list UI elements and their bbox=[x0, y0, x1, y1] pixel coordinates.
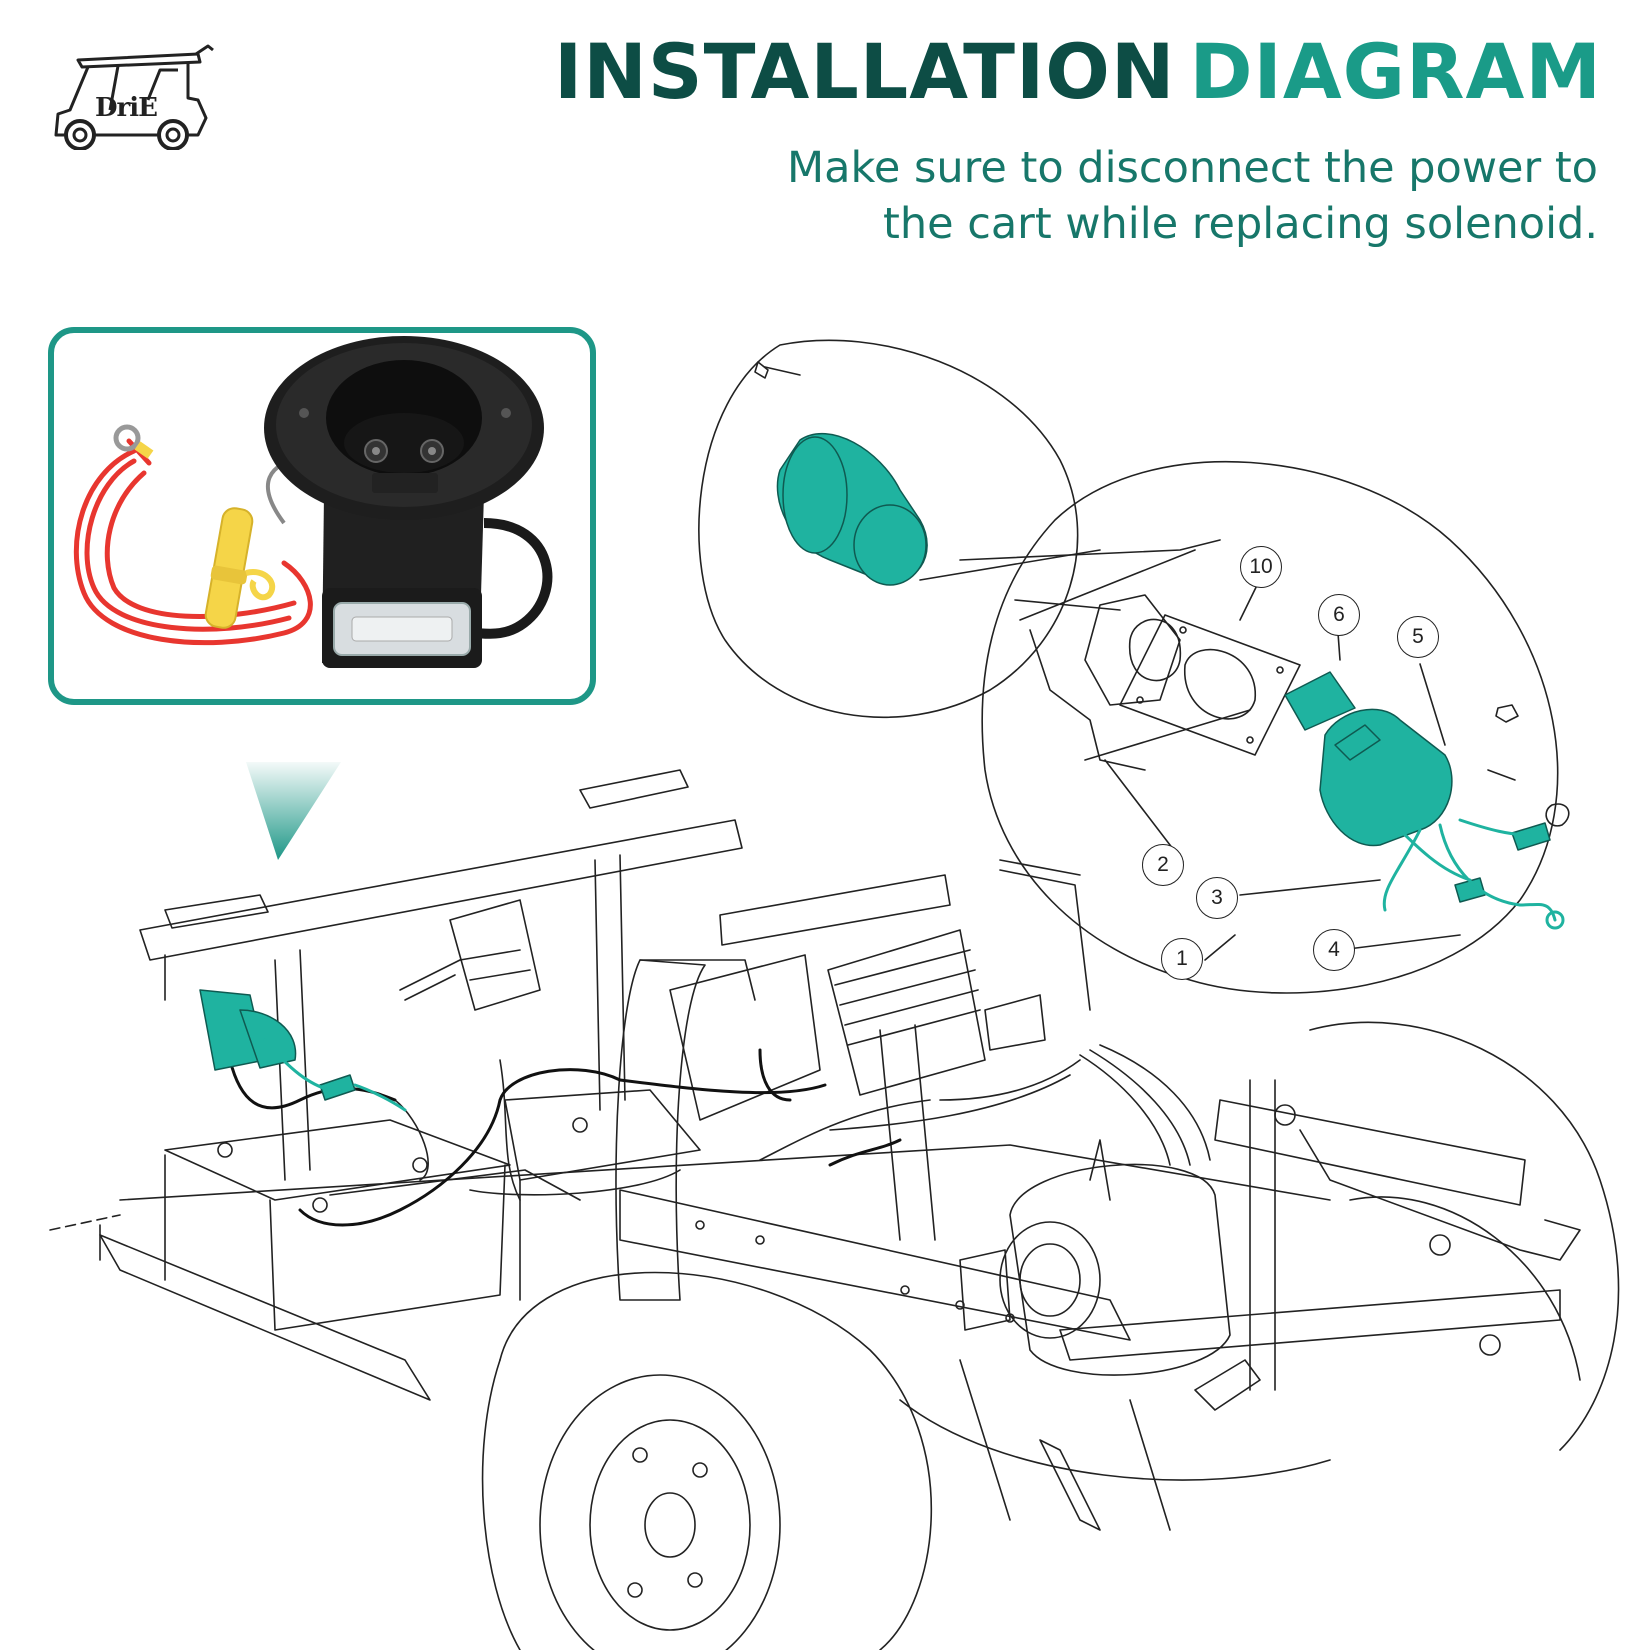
logo-golf-cart-icon bbox=[54, 44, 214, 150]
callout-1: 1 bbox=[1161, 938, 1203, 980]
page-subtitle: Make sure to disconnect the power to the… bbox=[498, 140, 1598, 252]
callout-5: 5 bbox=[1397, 616, 1439, 658]
subtitle-line-2: the cart while replacing solenoid. bbox=[882, 199, 1598, 249]
callout-2: 2 bbox=[1142, 844, 1184, 886]
title-word-diagram: DIAGRAM bbox=[1189, 27, 1602, 116]
title-word-installation: INSTALLATION bbox=[553, 27, 1176, 116]
subtitle-line-1: Make sure to disconnect the power to bbox=[787, 143, 1598, 193]
callout-3: 3 bbox=[1196, 877, 1238, 919]
callout-10: 10 bbox=[1240, 546, 1282, 588]
charger-receptacle-photo bbox=[73, 336, 553, 668]
logo-text: DriE bbox=[95, 93, 158, 123]
product-photo-panel bbox=[48, 327, 596, 705]
down-arrow-icon bbox=[246, 762, 341, 860]
callout-6: 6 bbox=[1318, 594, 1360, 636]
callout-4: 4 bbox=[1313, 929, 1355, 971]
